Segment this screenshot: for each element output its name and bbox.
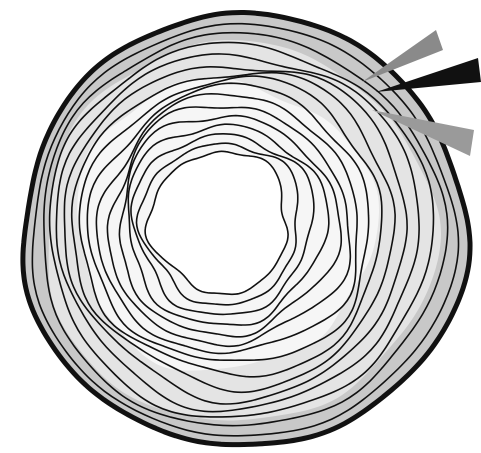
tree-ring-diagram [0, 0, 481, 453]
tree-ring-figure [0, 0, 481, 453]
